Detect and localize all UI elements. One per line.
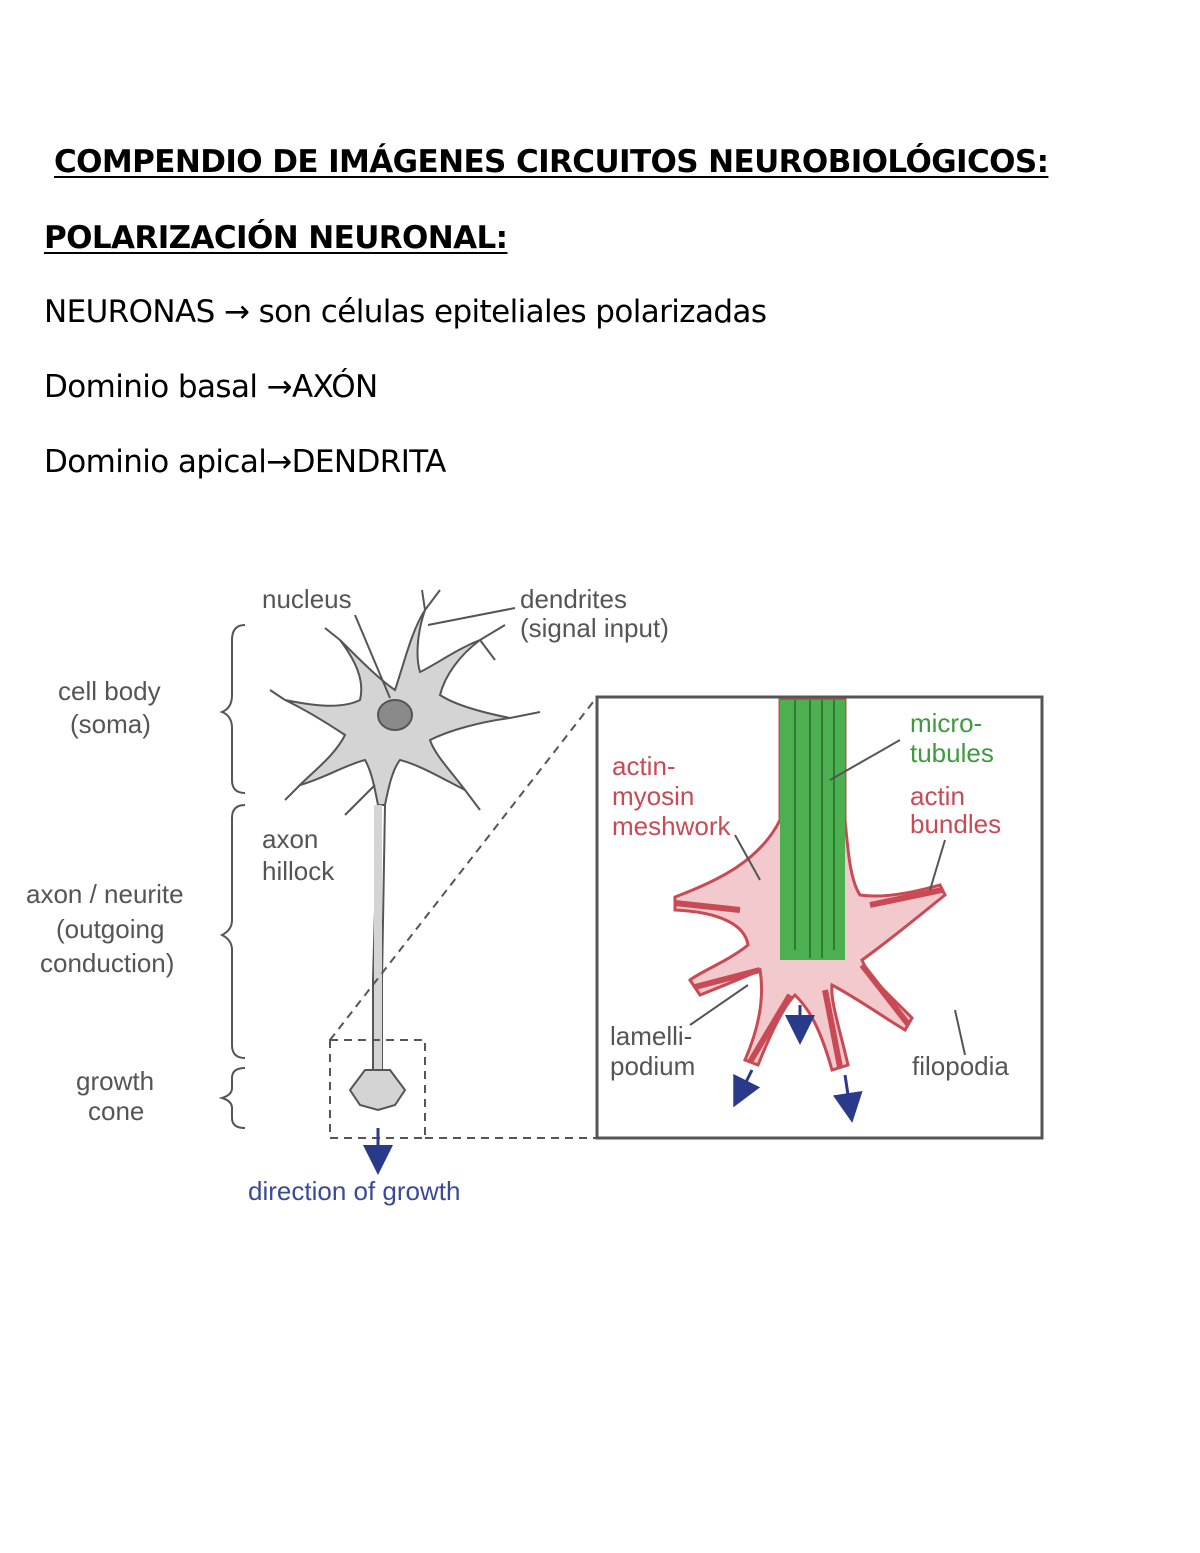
label-dendrites: dendrites [520,584,627,614]
label-axon-neurite: axon / neurite [26,879,184,909]
label-actin-myosin-1: actin- [612,751,676,781]
line-definition: AXÓN [292,369,378,405]
filopodia-leader [954,1009,966,1056]
section-heading: POLARIZACIÓN NEURONAL: [44,220,508,256]
actin-myosin-leader [734,834,761,881]
label-lamelli: lamelli- [610,1021,692,1051]
line-term: NEURONAS [44,294,224,330]
growth-cone-detail [673,698,947,1072]
label-actin-bundles-1: actin [910,781,965,811]
direction-arrow-icon [832,1074,863,1123]
nucleus-leader [354,614,391,699]
direction-arrow-icon [733,1069,761,1108]
actin-bundles-leader [929,839,946,891]
label-cell-body: cell body [58,676,161,706]
label-nucleus: nucleus [262,584,352,614]
axon-brace [219,804,246,1059]
label-cone: cone [88,1096,144,1126]
label-outgoing: (outgoing [56,914,164,944]
label-signal-input: (signal input) [520,613,669,643]
neuron-diagram: nucleus dendrites (signal input) cell bo… [0,560,1200,1240]
label-axon: axon [262,824,318,854]
document-title: COMPENDIO DE IMÁGENES CIRCUITOS NEUROBIO… [54,144,1049,180]
text-line-neuronas: NEURONAS → son células epiteliales polar… [44,294,767,330]
text-line-dominio-apical: Dominio apical→DENDRITA [44,444,446,480]
zoom-connector-top [329,696,598,1041]
line-definition: son células epiteliales polarizadas [249,294,767,330]
label-actin-myosin-2: myosin [612,781,694,811]
label-filopodia: filopodia [912,1051,1009,1081]
cell-body-brace [219,624,246,794]
label-podium: podium [610,1051,695,1081]
label-conduction: conduction) [40,948,174,978]
right-arrow-icon: → [266,369,293,405]
neuron-diagram-svg: nucleus dendrites (signal input) cell bo… [26,584,1044,1206]
label-actin-bundles-2: bundles [910,809,1001,839]
right-arrow-icon: → [266,444,292,480]
lamellipodium-leader [689,984,749,1026]
right-arrow-icon: → [223,294,250,330]
nucleus-shape [377,699,413,731]
label-growth: growth [76,1066,154,1096]
hillock-leader [344,784,376,816]
label-hillock: hillock [262,856,335,886]
dendrites-leader [427,607,516,626]
line-term: Dominio basal [44,369,267,405]
label-micro: micro- [910,708,982,738]
line-term: Dominio apical [44,444,267,480]
microtubules-leader [829,739,901,781]
text-line-dominio-basal: Dominio basal →AXÓN [44,369,378,405]
label-soma: (soma) [70,709,151,739]
label-tubules: tubules [910,738,994,768]
label-actin-myosin-3: meshwork [612,811,731,841]
line-definition: DENDRITA [291,444,447,480]
label-direction-of-growth: direction of growth [248,1176,460,1206]
growth-cone-brace [218,1067,246,1129]
